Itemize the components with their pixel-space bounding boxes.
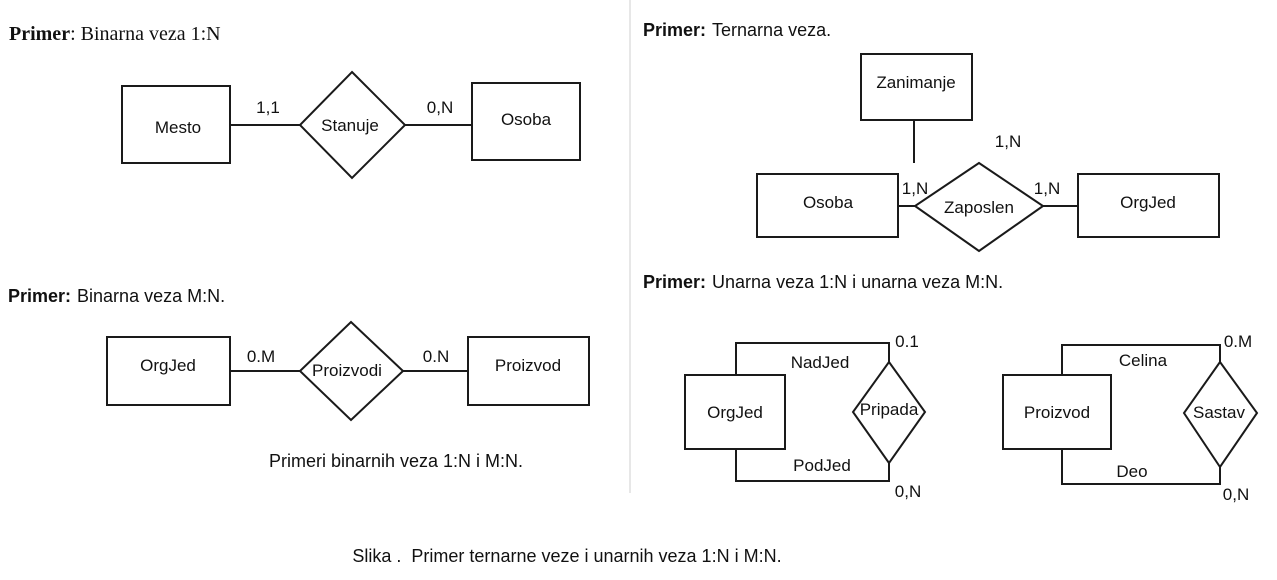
diagram3-heading-rest: Ternarna veza. (712, 20, 831, 40)
diagram1-heading-bold: Primer (9, 23, 70, 45)
cardinality-celina: 0.M (1224, 332, 1252, 351)
entity-proizvod-unary[interactable] (1002, 374, 1112, 450)
relationship-proizvodi[interactable] (298, 320, 405, 422)
entity-orgjed-unary-label: OrgJed (707, 403, 763, 422)
cardinality-deo: 0,N (1223, 485, 1249, 504)
entity-proizvod-unary-label: Proizvod (1024, 403, 1090, 422)
diagram2-heading: Primer: Binarna veza M:N. (8, 286, 225, 306)
relationship-stanuje[interactable] (298, 70, 407, 180)
role-celina: Celina (1119, 351, 1168, 370)
relationship-pripada[interactable] (851, 360, 927, 465)
relationship-stanuje-label: Stanuje (321, 116, 379, 135)
diagram2-heading-rest: Binarna veza M:N. (77, 286, 225, 306)
connector-deo (1061, 449, 1221, 485)
relationship-sastav-label: Sastav (1193, 403, 1245, 422)
diagram2-caption: Primeri binarnih veza 1:N i M:N. (269, 451, 523, 471)
cardinality-proizvod: 0.N (423, 347, 449, 366)
relationship-pripada-label: Pripada (860, 400, 919, 419)
cardinality-orgjed-ternary: 1,N (1034, 179, 1060, 198)
relationship-zaposlen-label: Zaposlen (944, 198, 1014, 217)
diagram-ternary: Primer: Ternarna veza. Zanimanje Osoba Za… (643, 20, 1220, 253)
connector-podjed (735, 449, 890, 482)
entity-zanimanje-label: Zanimanje (876, 73, 955, 92)
diagram4-heading: Primer: Unarna veza 1:N i unarna veza M:N… (643, 272, 1003, 292)
entity-proizvod-label: Proizvod (495, 356, 561, 375)
diagram1-heading-rest: : Binarna veza 1:N (70, 23, 221, 45)
cardinality-osoba-ternary: 1,N (902, 179, 928, 198)
diagram1-heading: Primer: Binarna veza 1:N (9, 23, 221, 45)
cardinality-orgjed: 0.M (247, 347, 275, 366)
diagram-unary: Primer: Unarna veza 1:N i unarna veza M:N… (643, 272, 1259, 504)
cardinality-podjed: 0,N (895, 482, 921, 501)
role-deo: Deo (1116, 462, 1147, 481)
diagram3-heading-bold: Primer: (643, 20, 706, 40)
diagram4-heading-bold: Primer: (643, 272, 706, 292)
entity-mesto[interactable] (121, 85, 231, 164)
cardinality-nadjed: 0.1 (895, 332, 919, 351)
diagram-binary-mn: Primer: Binarna veza M:N. OrgJed Proizvod… (8, 286, 590, 471)
diagram2-heading-bold: Primer: (8, 286, 71, 306)
entity-orgjed-label: OrgJed (140, 356, 196, 375)
cardinality-zanimanje: 1,N (995, 132, 1021, 151)
role-nadjed: NadJed (791, 353, 850, 372)
entity-zanimanje[interactable] (860, 53, 973, 121)
cardinality-osoba: 0,N (427, 98, 453, 117)
entity-orgjed-ternary[interactable] (1077, 173, 1220, 238)
entity-orgjed-unary[interactable] (684, 374, 786, 450)
entity-osoba-ternary-label: Osoba (803, 193, 854, 212)
entity-orgjed-ternary-label: OrgJed (1120, 193, 1176, 212)
diagram3-heading: Primer: Ternarna veza. (643, 20, 831, 40)
connector-celina (1061, 344, 1221, 375)
unary-1n-orgjed: OrgJed Pripada NadJed PodJed 0.1 0,N (684, 332, 927, 501)
entity-osoba-ternary[interactable] (756, 173, 899, 238)
relationship-sastav[interactable] (1182, 360, 1259, 469)
connector-nadjed (735, 342, 890, 375)
relationship-proizvodi-label: Proizvodi (312, 361, 382, 380)
entity-orgjed[interactable] (106, 336, 231, 406)
cardinality-mesto: 1,1 (256, 98, 280, 117)
entity-osoba[interactable] (471, 82, 581, 161)
diagram4-heading-rest: Unarna veza 1:N i unarna veza M:N. (712, 272, 1003, 292)
unary-mn-proizvod: Proizvod Sastav Celina Deo 0.M 0,N (1002, 332, 1259, 504)
diagram-binary-1n: Primer: Binarna veza 1:N Mesto Stanuje O… (9, 23, 581, 180)
role-podjed: PodJed (793, 456, 851, 475)
figure-caption: Slika . Primer ternarne veze i unarnih v… (352, 546, 781, 566)
entity-osoba-label: Osoba (501, 110, 552, 129)
relationship-zaposlen[interactable] (913, 161, 1045, 253)
entity-proizvod[interactable] (467, 336, 590, 406)
entity-mesto-label: Mesto (155, 118, 201, 137)
